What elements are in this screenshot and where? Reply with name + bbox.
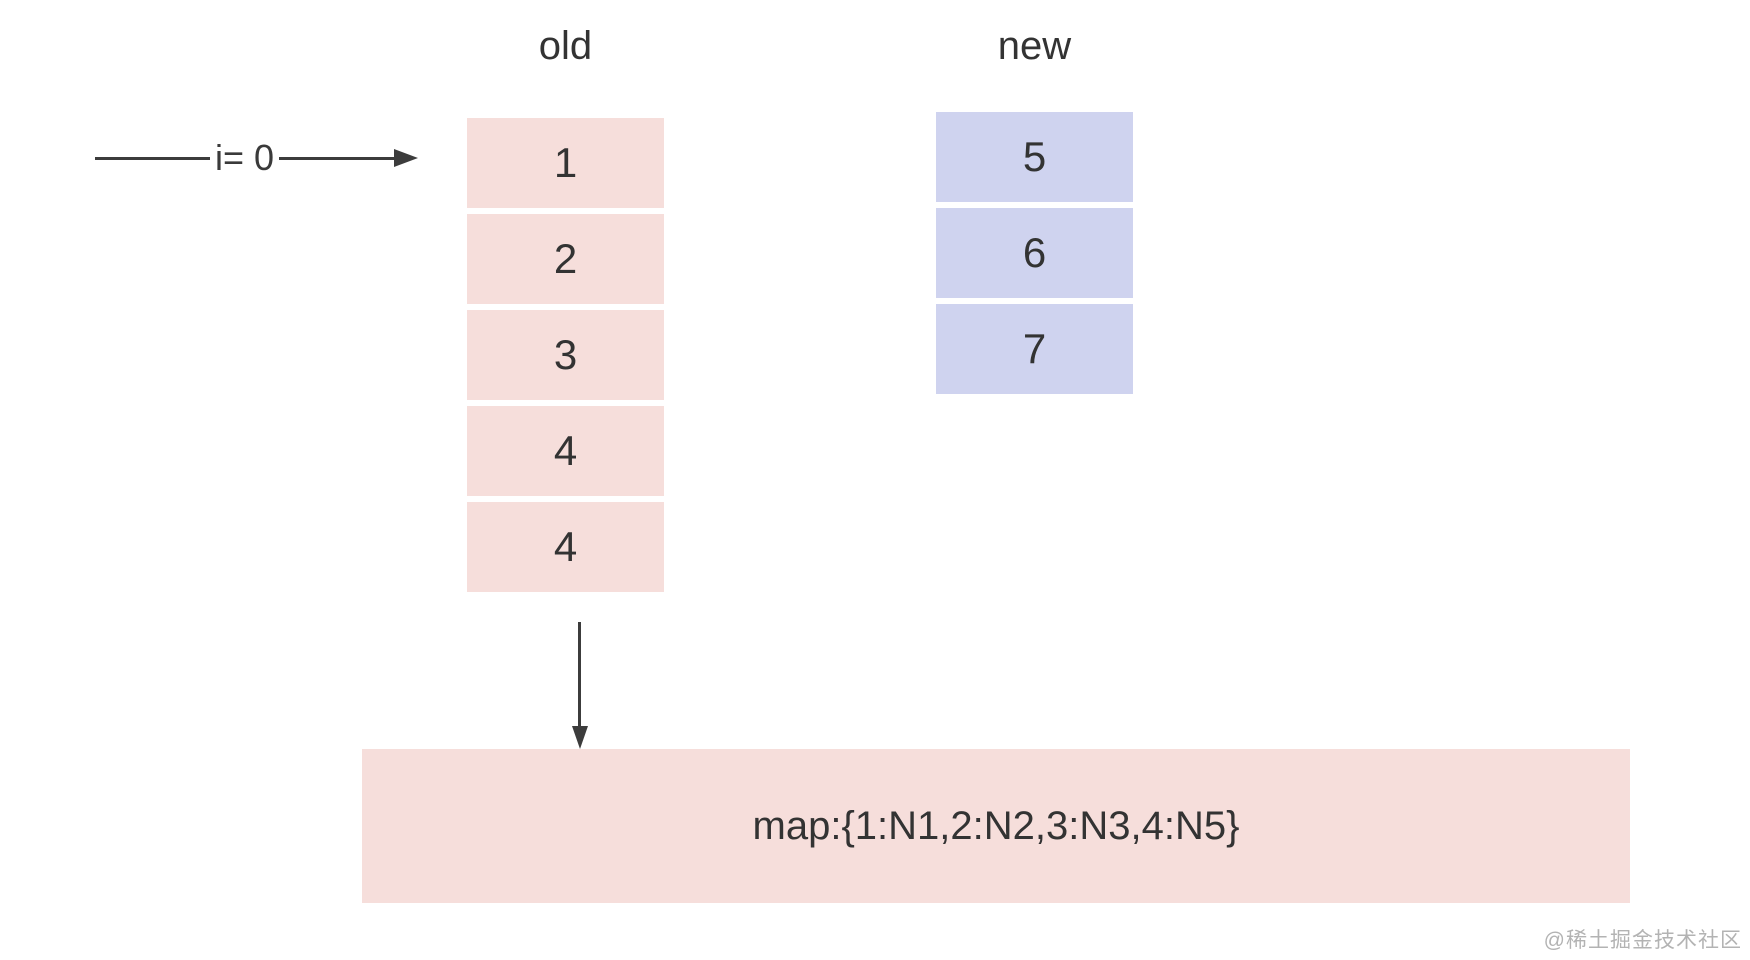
old-node-list: 1 2 3 4 4 [467,118,664,598]
map-arrow-line [578,622,581,726]
old-node: 4 [467,406,664,496]
index-pointer-label: i= 0 [214,137,275,178]
new-node: 7 [936,304,1133,394]
map-text: map:{1:N1,2:N2,3:N3,4:N5} [752,803,1240,848]
old-node: 1 [467,118,664,208]
old-node: 3 [467,310,664,400]
new-node-list: 5 6 7 [936,112,1133,400]
pointer-arrow-line-left [95,156,210,160]
old-node: 2 [467,214,664,304]
old-to-map-arrow [571,622,588,749]
old-column-label: old [538,24,593,68]
new-column-label: new [997,24,1072,68]
arrowhead-down-icon [571,726,588,749]
arrowhead-right-icon [394,149,419,167]
new-node: 6 [936,208,1133,298]
map-box: map:{1:N1,2:N2,3:N3,4:N5} [362,749,1630,903]
index-pointer-arrow: i= 0 [95,134,419,182]
watermark-text: @稀土掘金技术社区 [1543,929,1742,952]
old-node: 4 [467,502,664,592]
pointer-arrow-line-right [279,156,395,160]
new-node: 5 [936,112,1133,202]
